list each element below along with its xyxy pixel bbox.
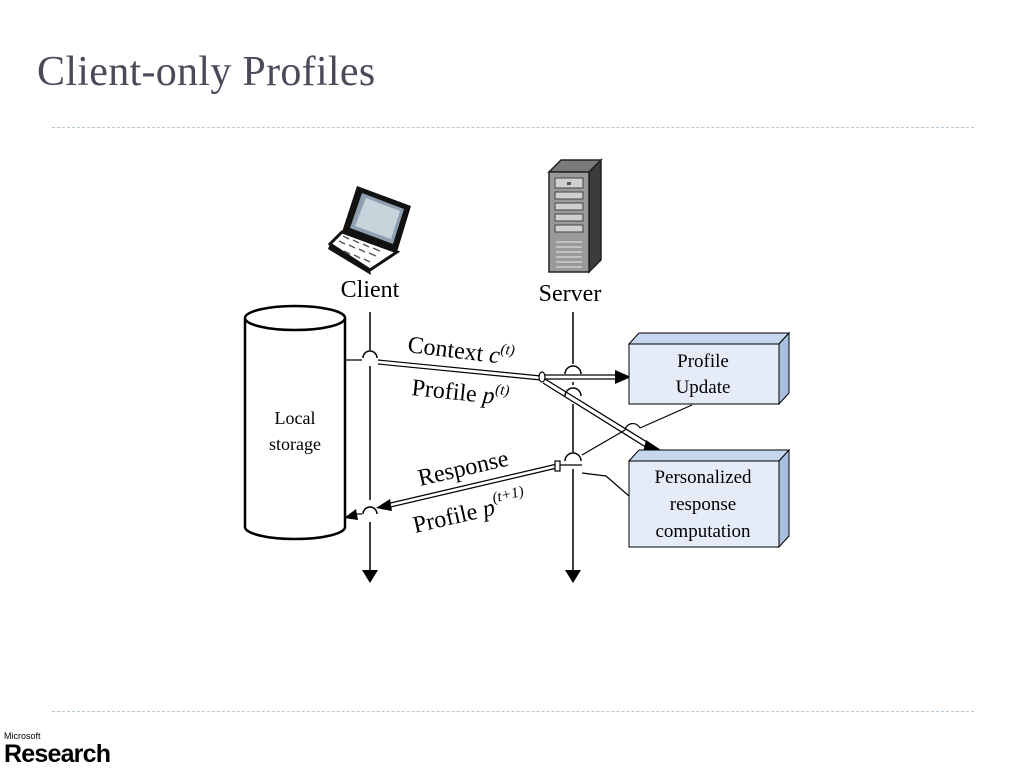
personalized-line1: Personalized [654,467,752,488]
microsoft-research-logo: Microsoft Research [4,731,111,768]
laptop-icon [327,186,411,275]
connector-lines [581,404,693,497]
profile-update-box [627,331,791,406]
profile-update-line2: Update [676,377,731,398]
client-lifeline [362,312,378,583]
personalized-response-box [627,448,791,549]
client-label: Client [341,277,400,303]
server-lifeline [564,312,582,583]
storage-label-line1: Local [275,408,316,428]
server-icon [547,158,603,274]
msg-response-label: Response [416,446,511,492]
server-label: Server [539,281,602,307]
logo-company: Microsoft [4,731,41,741]
slide-title: Client-only Profiles [37,49,376,95]
msg-profile-in-label: Profile p(t) [410,373,510,411]
local-storage-cylinder [243,304,347,541]
inbound-message-arrow [344,460,582,520]
logo-division: Research [4,740,111,768]
personalized-line3: computation [656,521,751,542]
storage-label-line2: storage [269,434,321,454]
top-divider [52,127,974,128]
outbound-message-arrow [345,359,664,452]
personalized-line2: response [670,494,736,515]
msg-profile-out-label: Profile p(t+1) [410,484,529,539]
bottom-divider [52,711,974,712]
profile-update-line1: Profile [677,351,729,372]
